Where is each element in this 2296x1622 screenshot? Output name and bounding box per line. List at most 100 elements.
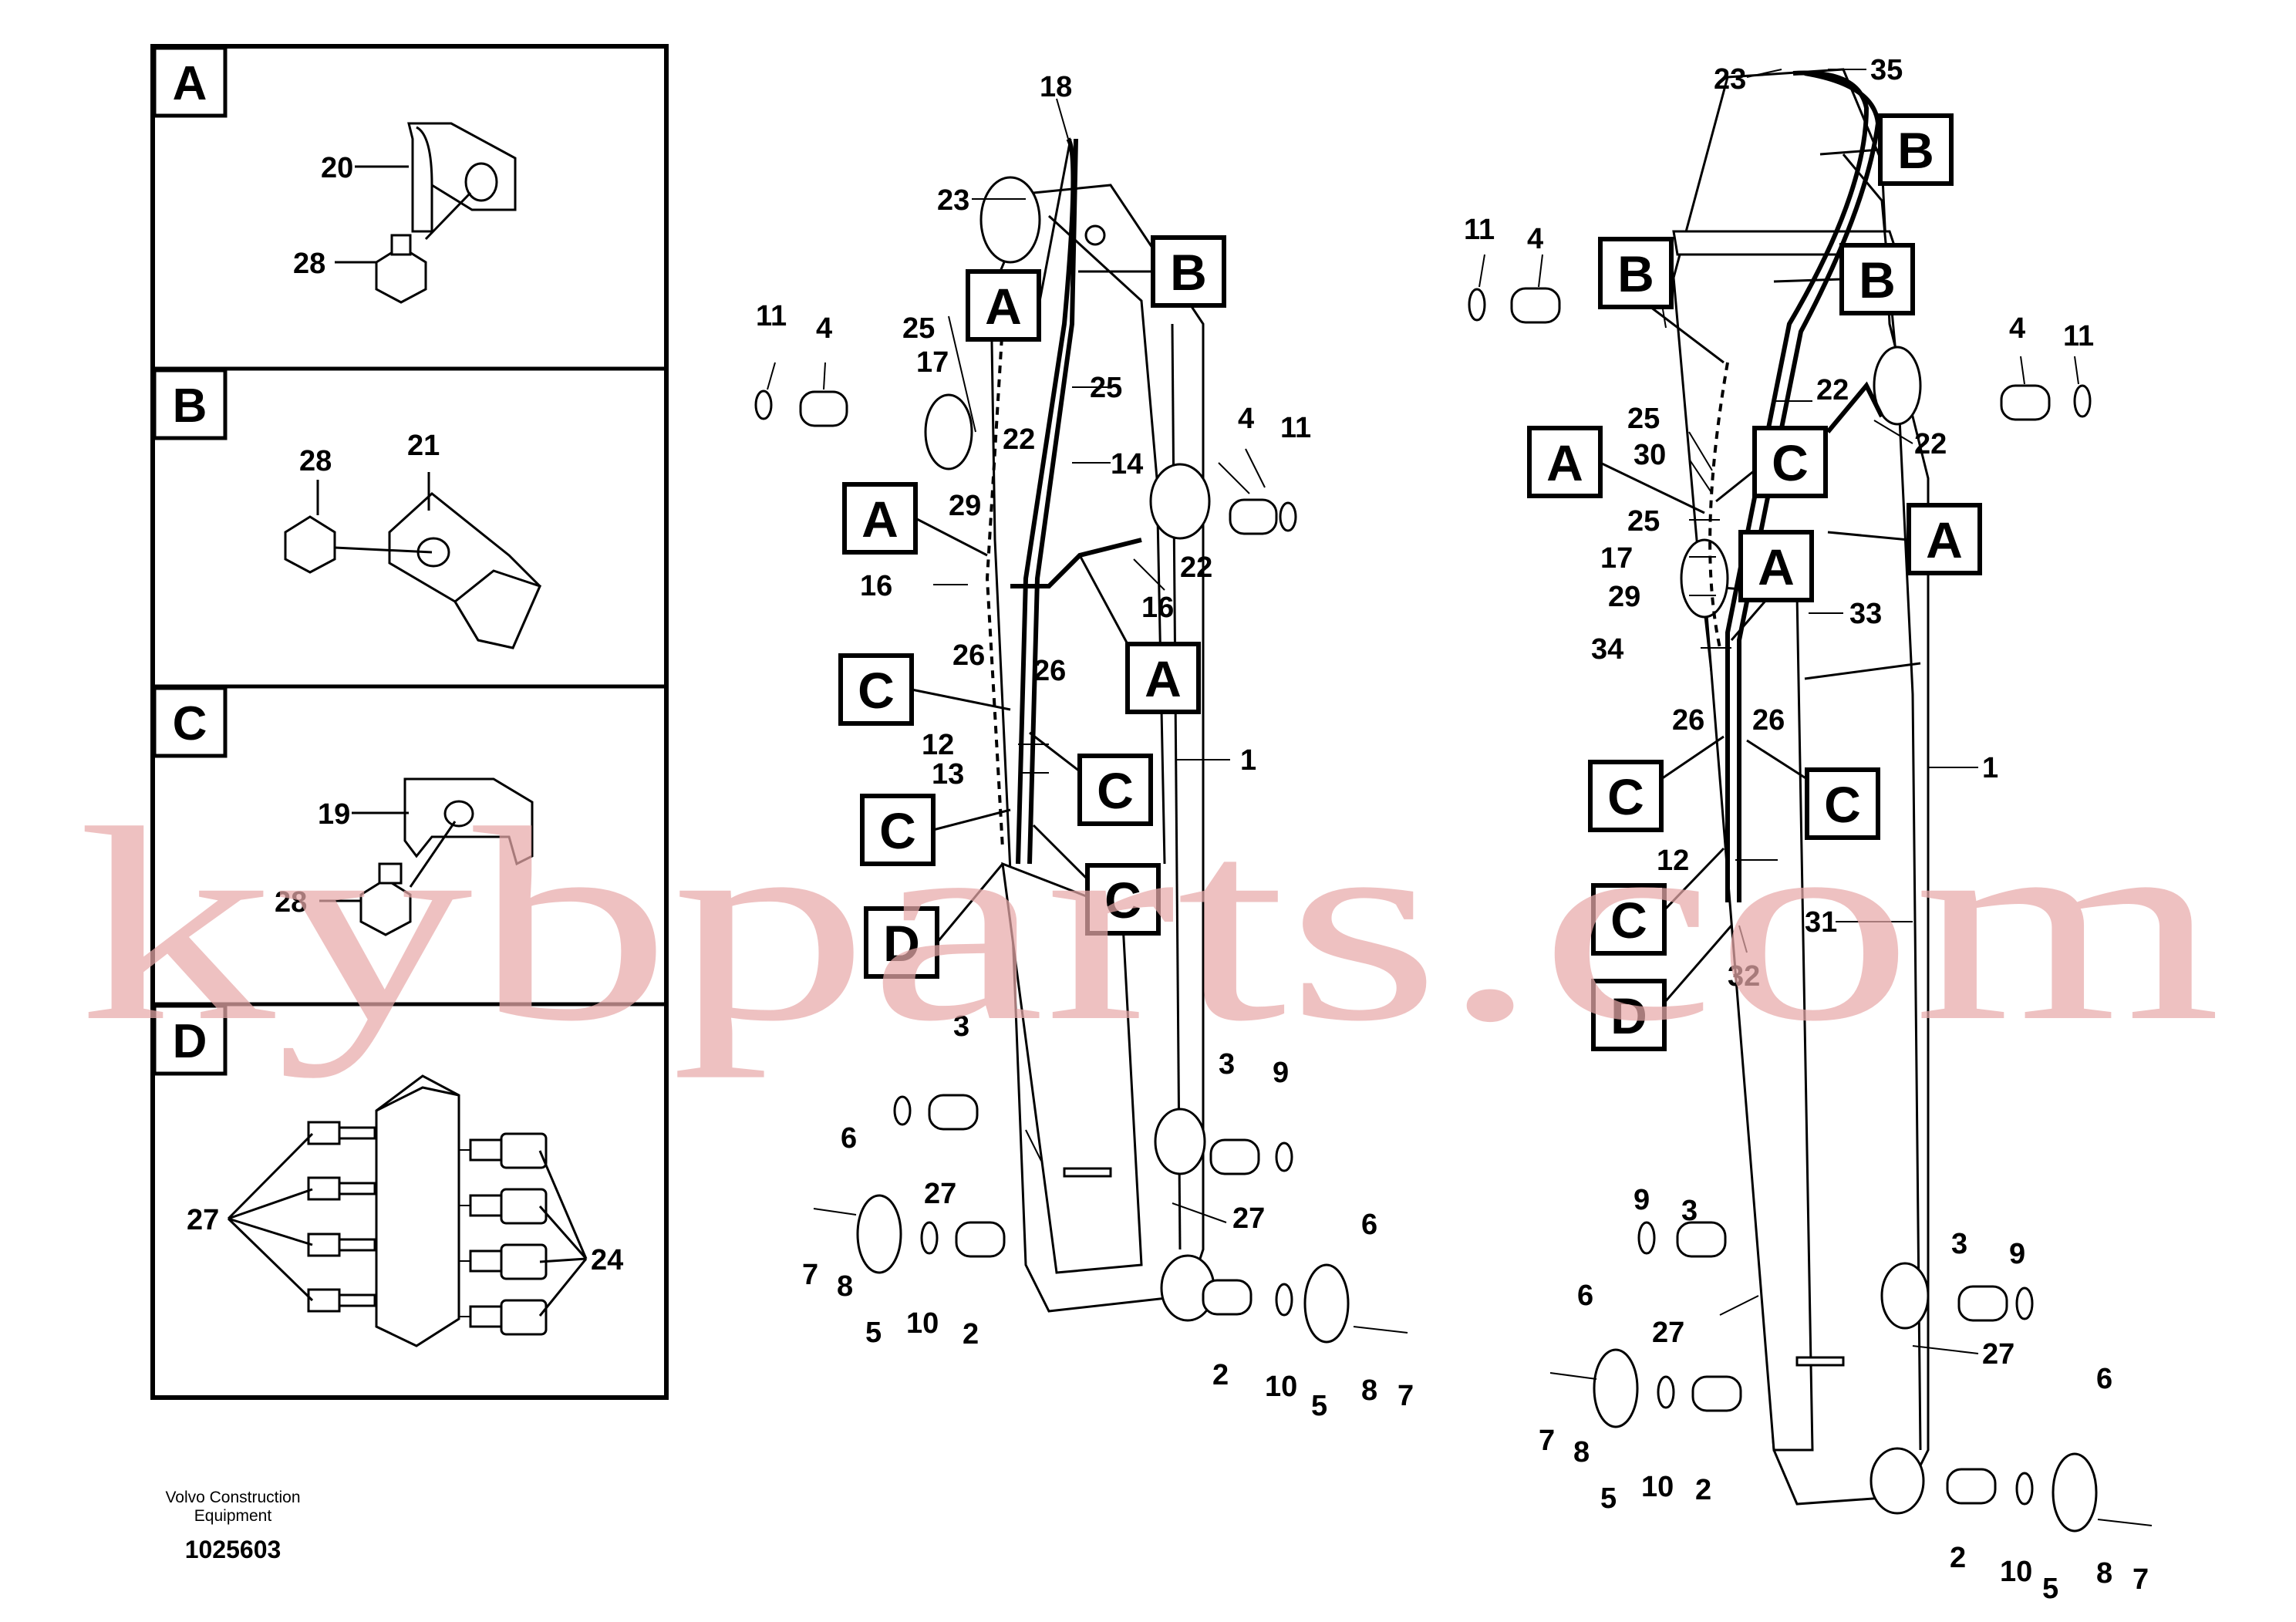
right-part-8: 8 <box>1573 1436 1590 1469</box>
right-boom: B B B A C A A C C C D <box>1464 54 2153 1605</box>
watermark-text: kybparts.com <box>77 771 2221 1079</box>
panel-b-letter: B <box>173 379 207 433</box>
right-part-27: 27 <box>1652 1317 1684 1349</box>
left-callout-a-mid: A <box>861 491 899 548</box>
left-part-11: 11 <box>756 300 787 332</box>
left-part-25b: 25 <box>1090 372 1122 404</box>
panel-a: A 20 28 <box>152 46 517 304</box>
panel-d-part-24: 24 <box>591 1244 623 1276</box>
right-part-30: 30 <box>1633 439 1666 471</box>
right-part-4: 4 <box>1527 223 1543 255</box>
right-part-3b: 3 <box>1951 1228 1967 1260</box>
right-part-7: 7 <box>1539 1425 1555 1457</box>
right-part-26b: 26 <box>1752 704 1785 737</box>
panel-d-letter: D <box>173 1015 207 1068</box>
right-part-22: 22 <box>1816 374 1849 406</box>
left-callout-b: B <box>1170 244 1207 301</box>
left-part-2b: 2 <box>1212 1359 1229 1391</box>
right-part-7b: 7 <box>2132 1563 2149 1596</box>
right-part-1: 1 <box>1982 752 1998 784</box>
right-part-5: 5 <box>1600 1482 1617 1515</box>
right-part-3: 3 <box>1681 1195 1698 1227</box>
panel-d: D <box>152 1003 623 1347</box>
panel-c-part-19: 19 <box>318 798 350 831</box>
left-part-11b: 11 <box>1280 412 1311 444</box>
right-part-23: 23 <box>1714 63 1746 96</box>
right-callout-c-top: C <box>1772 434 1809 491</box>
panel-c: C 19 28 <box>152 686 534 936</box>
left-part-13: 13 <box>932 758 964 791</box>
right-callout-b-left: B <box>1617 245 1654 302</box>
right-part-11: 11 <box>1464 214 1495 246</box>
left-part-23: 23 <box>937 184 969 217</box>
right-part-32: 32 <box>1728 960 1760 993</box>
left-part-7: 7 <box>802 1259 818 1291</box>
right-part-2: 2 <box>1695 1474 1711 1506</box>
right-part-6: 6 <box>1577 1280 1593 1312</box>
left-part-6b: 6 <box>1361 1209 1377 1241</box>
right-part-26: 26 <box>1672 704 1704 737</box>
right-callout-b-right: B <box>1859 251 1896 309</box>
panel-d-part-27: 27 <box>187 1204 219 1236</box>
left-part-26b: 26 <box>1033 655 1066 687</box>
right-callout-b-top: B <box>1897 122 1934 179</box>
left-part-14: 14 <box>1111 448 1143 481</box>
right-part-25b: 25 <box>1627 505 1660 538</box>
left-part-5: 5 <box>865 1317 882 1349</box>
left-callout-c-1: C <box>858 662 895 719</box>
left-part-6: 6 <box>841 1122 857 1155</box>
left-callout-c-3: C <box>879 802 916 859</box>
left-part-26: 26 <box>952 639 985 672</box>
right-part-10b: 10 <box>2000 1556 2032 1588</box>
right-part-34: 34 <box>1591 633 1623 666</box>
right-part-10: 10 <box>1641 1471 1674 1503</box>
panel-b-part-21: 21 <box>407 430 440 462</box>
left-callout-c-4: C <box>1104 872 1141 929</box>
left-boom: A B A A C C C C D <box>754 71 1414 1422</box>
left-part-17: 17 <box>916 346 949 379</box>
left-part-18: 18 <box>1040 71 1072 103</box>
left-callout-a-top: A <box>985 278 1022 335</box>
right-part-25: 25 <box>1627 403 1660 435</box>
left-part-9: 9 <box>1273 1057 1289 1089</box>
left-part-2: 2 <box>963 1318 979 1351</box>
right-part-2b: 2 <box>1950 1542 1966 1574</box>
left-part-29: 29 <box>949 490 981 522</box>
left-callout-d: D <box>883 915 920 972</box>
footer: Volvo Construction Equipment 1025603 <box>165 1489 300 1563</box>
right-callout-c-2: C <box>1824 776 1861 833</box>
panel-a-letter: A <box>173 57 207 110</box>
left-part-3b: 3 <box>1219 1048 1235 1081</box>
right-part-9b: 9 <box>2009 1238 2025 1270</box>
right-part-17: 17 <box>1600 542 1633 575</box>
panel-b-part-28: 28 <box>299 445 332 477</box>
right-part-6b: 6 <box>2096 1363 2112 1395</box>
left-part-12: 12 <box>922 729 954 761</box>
left-part-8: 8 <box>837 1270 853 1303</box>
right-callout-a-mid: A <box>1758 538 1795 595</box>
left-part-27b: 27 <box>1232 1202 1265 1235</box>
left-part-1: 1 <box>1240 744 1256 777</box>
right-part-29: 29 <box>1608 581 1640 613</box>
panel-a-part-20: 20 <box>321 152 353 184</box>
right-part-33: 33 <box>1849 598 1882 630</box>
right-part-35: 35 <box>1870 54 1903 86</box>
right-callout-d: D <box>1610 987 1647 1044</box>
right-callout-c-1: C <box>1607 768 1644 825</box>
left-part-4: 4 <box>816 312 832 345</box>
right-callout-c-3: C <box>1610 892 1647 949</box>
right-part-31: 31 <box>1805 906 1837 939</box>
document-number: 1025603 <box>185 1536 282 1563</box>
left-part-22: 22 <box>1003 423 1035 456</box>
maker-line-2: Equipment <box>194 1507 272 1525</box>
right-part-12: 12 <box>1657 845 1689 877</box>
right-part-9: 9 <box>1633 1184 1650 1216</box>
panel-c-letter: C <box>173 697 207 750</box>
left-callout-a-low: A <box>1145 650 1182 707</box>
panel-c-part-28: 28 <box>275 886 307 919</box>
right-callout-a-left: A <box>1546 434 1583 491</box>
right-part-8b: 8 <box>2096 1557 2112 1590</box>
left-part-10: 10 <box>906 1307 939 1340</box>
left-part-8b: 8 <box>1361 1374 1377 1407</box>
